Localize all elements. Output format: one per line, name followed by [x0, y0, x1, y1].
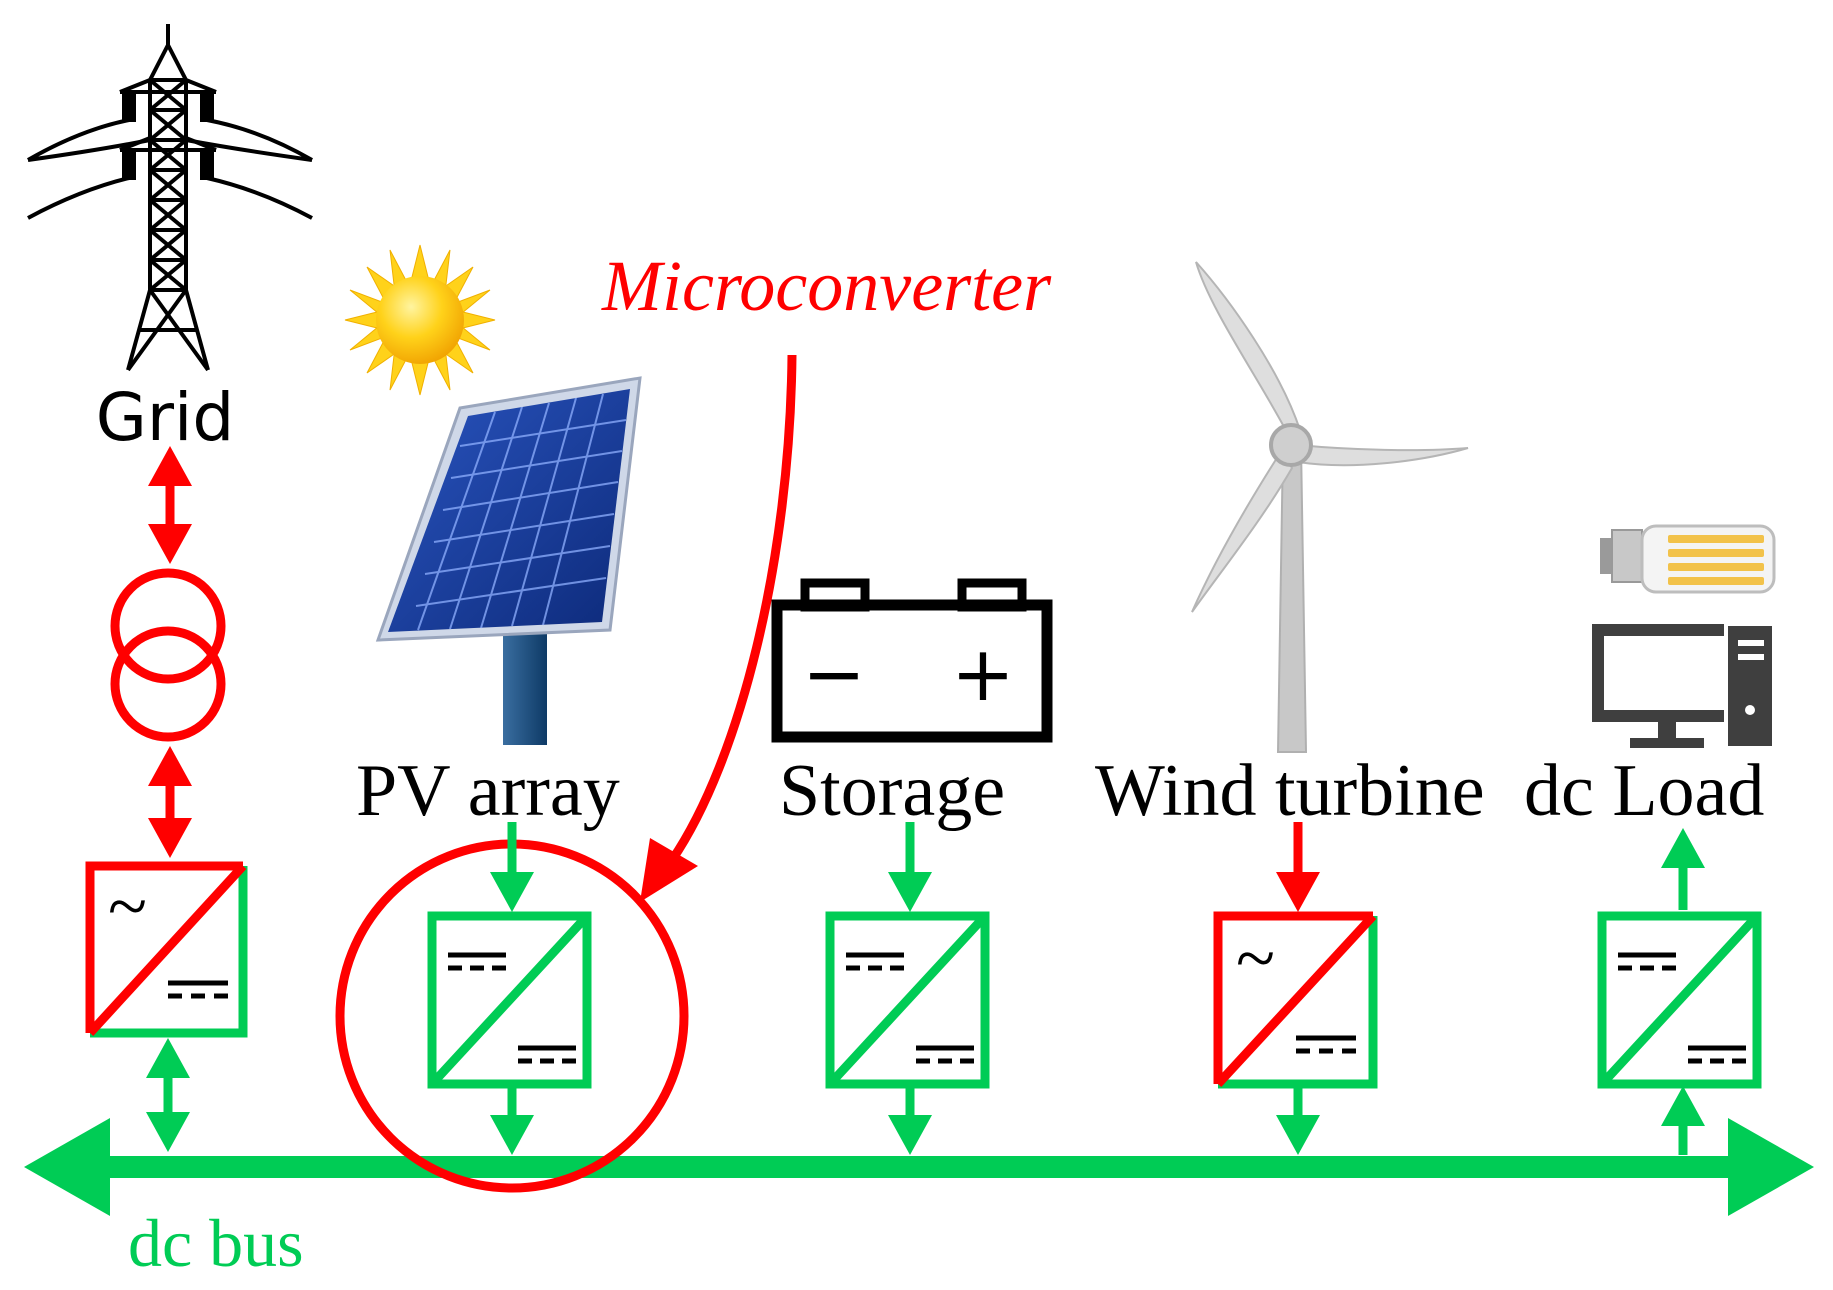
microconverter-label: Microconverter	[601, 246, 1052, 326]
battery-icon: − +	[771, 578, 1053, 743]
wind-acdc-converter: ~	[1213, 911, 1378, 1089]
light-bulb-icon	[1600, 524, 1776, 594]
dc-load-label: dc Load	[1524, 750, 1764, 832]
storage-label: Storage	[779, 750, 1005, 832]
pv-input-arrow	[490, 822, 534, 912]
storage-output-arrow	[888, 1088, 932, 1155]
wind-input-arrow	[1276, 822, 1320, 912]
grid-acdc-converter: ~	[85, 861, 248, 1038]
pv-array-label: PV array	[356, 750, 620, 832]
solar-panel-icon	[375, 376, 642, 745]
dc-symbol	[1618, 952, 1746, 1064]
ac-symbol: ~	[108, 866, 147, 946]
wind-output-arrow	[1276, 1088, 1320, 1155]
pv-dcdc-converter	[427, 911, 592, 1089]
grid-bidirectional-arrow-top	[148, 446, 192, 564]
grid-label: Grid	[96, 379, 235, 456]
wind-turbine-icon	[1191, 261, 1469, 753]
dc-symbol	[448, 952, 576, 1064]
wind-turbine-label: Wind turbine	[1095, 750, 1485, 832]
microconverter-pointer-arrow	[640, 354, 797, 902]
load-dcdc-converter	[1597, 911, 1762, 1089]
load-output-arrow	[1661, 828, 1705, 910]
dc-symbol	[168, 980, 228, 999]
storage-dcdc-converter	[825, 911, 990, 1089]
sun-icon	[344, 244, 496, 396]
dc-bus	[24, 1118, 1814, 1216]
load-input-arrow	[1661, 1086, 1705, 1155]
computer-icon	[1592, 622, 1776, 750]
transmission-tower-icon	[27, 24, 313, 372]
battery-minus-sign: −	[802, 629, 866, 718]
grid-bidirectional-arrow-bottom	[148, 746, 192, 858]
grid-bus-arrow	[146, 1038, 190, 1152]
transformer-icon	[110, 568, 226, 742]
dc-symbol	[846, 952, 974, 1064]
dc-bus-label: dc bus	[128, 1205, 304, 1281]
dc-symbol	[1296, 1035, 1356, 1054]
pv-output-arrow	[490, 1088, 534, 1155]
ac-symbol: ~	[1236, 918, 1275, 998]
storage-input-arrow	[888, 822, 932, 912]
battery-plus-sign: +	[951, 629, 1015, 718]
